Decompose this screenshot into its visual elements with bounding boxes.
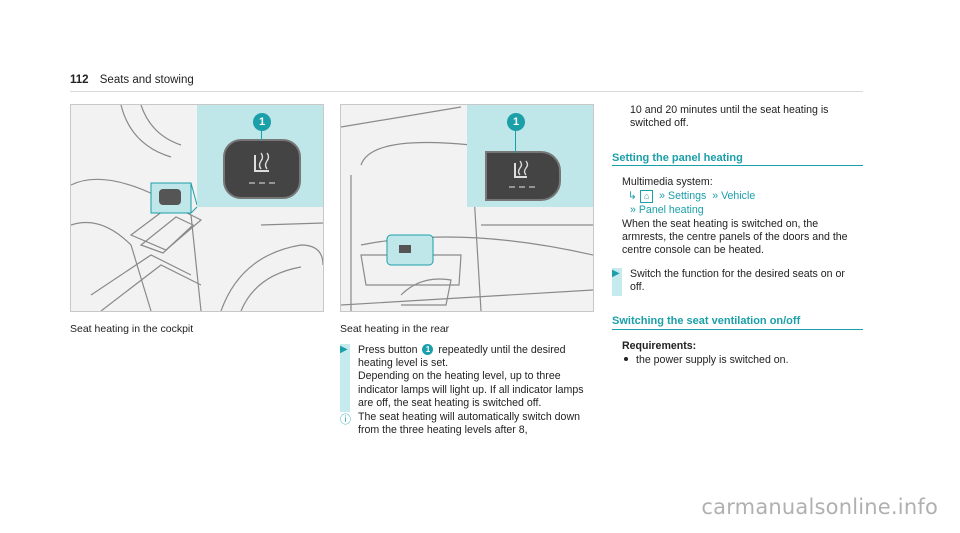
note-text: The seat heating will automatically swit… [358, 411, 580, 437]
step-arrow-icon: ▶ [612, 268, 620, 279]
callout-leader [515, 131, 516, 153]
figure-cockpit: 1 [70, 104, 324, 312]
step1-detail: Depending on the heating level, up to th… [358, 370, 584, 409]
figure-rear: 1 [340, 104, 594, 312]
callout-marker: 1 [253, 113, 271, 131]
requirement-text: the power supply is switched on. [636, 354, 789, 366]
menu-item-settings: Settings [668, 190, 707, 202]
section-title-panel-heating: Setting the panel heating [612, 152, 743, 164]
section-title-seat-ventilation: Switching the seat ventilation on/off [612, 315, 801, 327]
rear-seat-heat-icon [509, 160, 535, 188]
step-press-button: Press button 1 repeatedly until the desi… [358, 344, 594, 410]
figure-caption: Seat heating in the cockpit [70, 323, 194, 335]
section-name: Seats and stowing [99, 74, 194, 86]
callout-leader [261, 131, 262, 141]
menu-item-vehicle: Vehicle [721, 190, 756, 202]
step-switch-function: Switch the function for the desired seat… [630, 268, 845, 294]
continuation-text: 10 and 20 minutes until the seat heating… [630, 104, 829, 130]
section-divider [612, 329, 863, 330]
step-arrow-icon: ▶ [340, 344, 348, 355]
section-divider [612, 165, 863, 166]
chevron-icon: » [709, 190, 719, 202]
step1-text-end: repeatedly until the desired heating lev… [358, 344, 566, 370]
step-highlight-bar [612, 268, 622, 296]
rear-seat-heating-button [485, 151, 561, 201]
menu-path-continued: » Panel heating [630, 203, 704, 217]
requirement-item: the power supply is switched on. [624, 354, 860, 367]
seat-heat-icon [249, 152, 275, 184]
menu-path: ↳ ⌂ » Settings » Vehicle [628, 189, 864, 203]
chevron-icon: » [630, 204, 636, 216]
cockpit-detail-inset: 1 [197, 105, 323, 207]
return-arrow-icon: ↳ [628, 190, 637, 202]
system-label: Multimedia system: [622, 176, 713, 188]
requirements-label: Requirements: [622, 340, 697, 352]
panel-heating-description: When the seat heating is switched on, th… [622, 218, 848, 257]
rear-detail-inset: 1 [467, 105, 593, 207]
chevron-icon: » [656, 190, 666, 202]
home-icon: ⌂ [639, 190, 654, 203]
page-header: 112 Seats and stowing [70, 74, 194, 86]
header-divider [70, 91, 863, 92]
info-icon: ⓘ [340, 414, 351, 426]
step-highlight-bar [340, 344, 350, 412]
page-number: 112 [70, 74, 89, 86]
figure-caption: Seat heating in the rear [340, 323, 450, 335]
step1-text-start: Press button [358, 344, 421, 356]
watermark: carmanualsonline.info [701, 495, 938, 519]
callout-inline-marker: 1 [422, 344, 434, 355]
seat-heating-button [223, 139, 301, 199]
callout-marker: 1 [507, 113, 525, 131]
menu-item-panel-heating: Panel heating [638, 204, 704, 216]
bullet-icon [624, 357, 628, 361]
